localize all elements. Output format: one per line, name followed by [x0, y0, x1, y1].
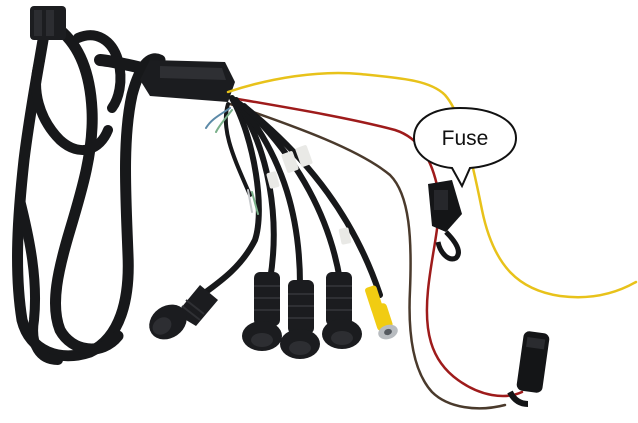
rca-connector	[365, 285, 398, 340]
cable-tags	[266, 145, 352, 245]
aviation-connector-3	[280, 280, 320, 359]
coiled-main-cable	[12, 16, 166, 365]
fuse-holder	[428, 180, 462, 262]
wire-bundle-ends	[205, 107, 259, 215]
top-plug	[30, 6, 66, 40]
junction-block	[140, 60, 235, 102]
callout-label: Fuse	[442, 127, 489, 150]
aviation-connector-1	[149, 285, 218, 340]
dc-power-jack	[507, 331, 550, 407]
aviation-connector-2	[242, 272, 282, 351]
aviation-connector-4	[322, 272, 362, 349]
fuse-callout: Fuse	[412, 106, 518, 189]
fanout-cables	[192, 95, 383, 303]
brown-wire	[228, 102, 507, 410]
